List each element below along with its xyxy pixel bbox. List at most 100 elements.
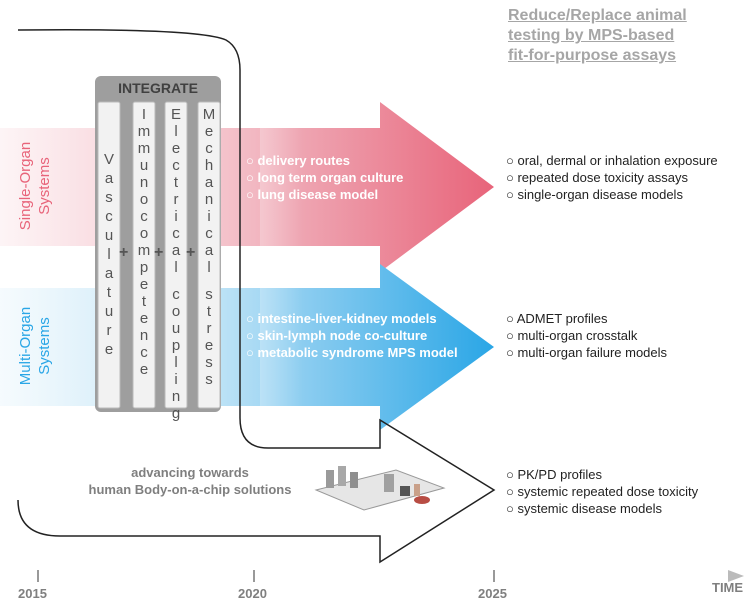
list-item: ○ ADMET profiles (506, 311, 608, 326)
list-item: ○ metabolic syndrome MPS model (246, 345, 458, 360)
single-arrow-items: ○ delivery routes ○ long term organ cult… (246, 152, 403, 203)
list-item: ○ long term organ culture (246, 170, 404, 185)
list-item: ○ lung disease model (246, 187, 379, 202)
headline: Reduce/Replace animal testing by MPS-bas… (508, 6, 748, 66)
column-letter: e (204, 123, 214, 140)
column-letter: l (207, 259, 211, 276)
single-outcomes: ○ oral, dermal or inhalation exposure ○ … (506, 152, 718, 203)
body-on-chip-illustration (314, 466, 446, 511)
column-letter: o (139, 225, 149, 242)
column-letter: s (205, 354, 213, 371)
column-letter: p (139, 259, 149, 276)
column-letter: n (204, 191, 214, 208)
column-letter: t (106, 284, 112, 301)
column-electrical (164, 101, 188, 409)
list-item: ○ multi-organ crosstalk (506, 328, 638, 343)
column-letter: a (104, 265, 114, 282)
column-letter: V (103, 151, 114, 168)
time-axis-label: TIME (712, 580, 744, 595)
column-letter: n (139, 327, 149, 344)
list-item: ○ PK/PD profiles (506, 467, 602, 482)
column-letter (198, 276, 220, 286)
multi-organ-arrow (200, 264, 494, 430)
column-letter: i (174, 208, 178, 225)
column-letter: i (174, 371, 178, 388)
list-item: ○ multi-organ failure models (506, 345, 668, 360)
column-letter: l (174, 123, 178, 140)
column-letter: a (171, 242, 181, 259)
column-letter: m (137, 140, 151, 157)
column-letter: s (205, 371, 213, 388)
column-letter: M (202, 106, 216, 123)
column-letter: u (104, 227, 114, 244)
column-letter: a (204, 174, 214, 191)
year-2020: 2020 (238, 586, 267, 601)
column-letter: p (171, 337, 181, 354)
headline-line: testing by MPS-based (508, 27, 675, 44)
advancing-caption: advancing towards human Body-on-a-chip s… (88, 465, 292, 497)
column-letter: s (205, 286, 213, 303)
column-letter: a (104, 170, 114, 187)
headline-line: fit-for-purpose assays (508, 47, 677, 64)
column-letter: o (171, 303, 181, 320)
column-letter: u (171, 320, 181, 337)
plus-sign: + (119, 244, 129, 261)
year-2025: 2025 (478, 586, 507, 601)
column-mechanical (197, 101, 221, 409)
column-letter: r (106, 322, 112, 339)
column-letter: n (171, 388, 181, 405)
headline-line: Reduce/Replace animal (508, 7, 687, 24)
column-letter: e (171, 140, 181, 157)
column-letter: o (139, 191, 149, 208)
column-letter: c (105, 208, 113, 225)
column-letter: c (140, 208, 148, 225)
column-letter: c (205, 225, 213, 242)
list-item: ○ systemic disease models (506, 501, 662, 516)
column-letter: E (170, 106, 181, 123)
column-letter: l (107, 246, 111, 263)
multi-arrow-items: ○ intestine-liver-kidney models ○ skin-l… (246, 310, 458, 361)
integrate-title: INTEGRATE (118, 80, 198, 96)
list-item: ○ single-organ disease models (506, 187, 683, 202)
column-immunocompetence (132, 101, 156, 409)
list-item: ○ systemic repeated dose toxicity (506, 484, 699, 499)
single-organ-label: Single-Organ Systems (17, 141, 53, 231)
column-letter: n (139, 174, 149, 191)
plus-sign: + (186, 244, 196, 261)
column-letter: g (171, 405, 181, 422)
column-letter: r (173, 191, 179, 208)
column-letter: l (174, 259, 178, 276)
column-letter: m (137, 242, 151, 259)
multi-outcomes: ○ ADMET profiles ○ multi-organ crosstalk… (506, 310, 667, 361)
column-letter: h (204, 157, 214, 174)
body-outcomes: ○ PK/PD profiles ○ systemic repeated dos… (506, 466, 698, 517)
column-letter: c (140, 344, 148, 361)
year-2015: 2015 (18, 586, 47, 601)
column-letter: c (172, 157, 180, 174)
list-item: ○ delivery routes (246, 153, 350, 168)
column-letter: m (137, 123, 151, 140)
column-letter: c (205, 140, 213, 157)
list-item: ○ oral, dermal or inhalation exposure (506, 153, 718, 168)
column-letter: e (204, 337, 214, 354)
multi-organ-label: Multi-Organ Systems (17, 306, 53, 386)
column-vasculature (97, 101, 121, 409)
column-letter: e (139, 361, 149, 378)
column-letter: u (104, 303, 114, 320)
column-letter: c (172, 225, 180, 242)
list-item: ○ repeated dose toxicity assays (506, 170, 688, 185)
column-letter: t (141, 293, 147, 310)
list-item: ○ skin-lymph node co-culture (246, 328, 428, 343)
column-letter: a (204, 242, 214, 259)
column-letter: t (206, 303, 212, 320)
single-organ-arrow (200, 102, 494, 272)
plus-sign: + (154, 244, 164, 261)
body-on-chip-arrow (17, 28, 496, 564)
list-item: ○ intestine-liver-kidney models (246, 311, 437, 326)
